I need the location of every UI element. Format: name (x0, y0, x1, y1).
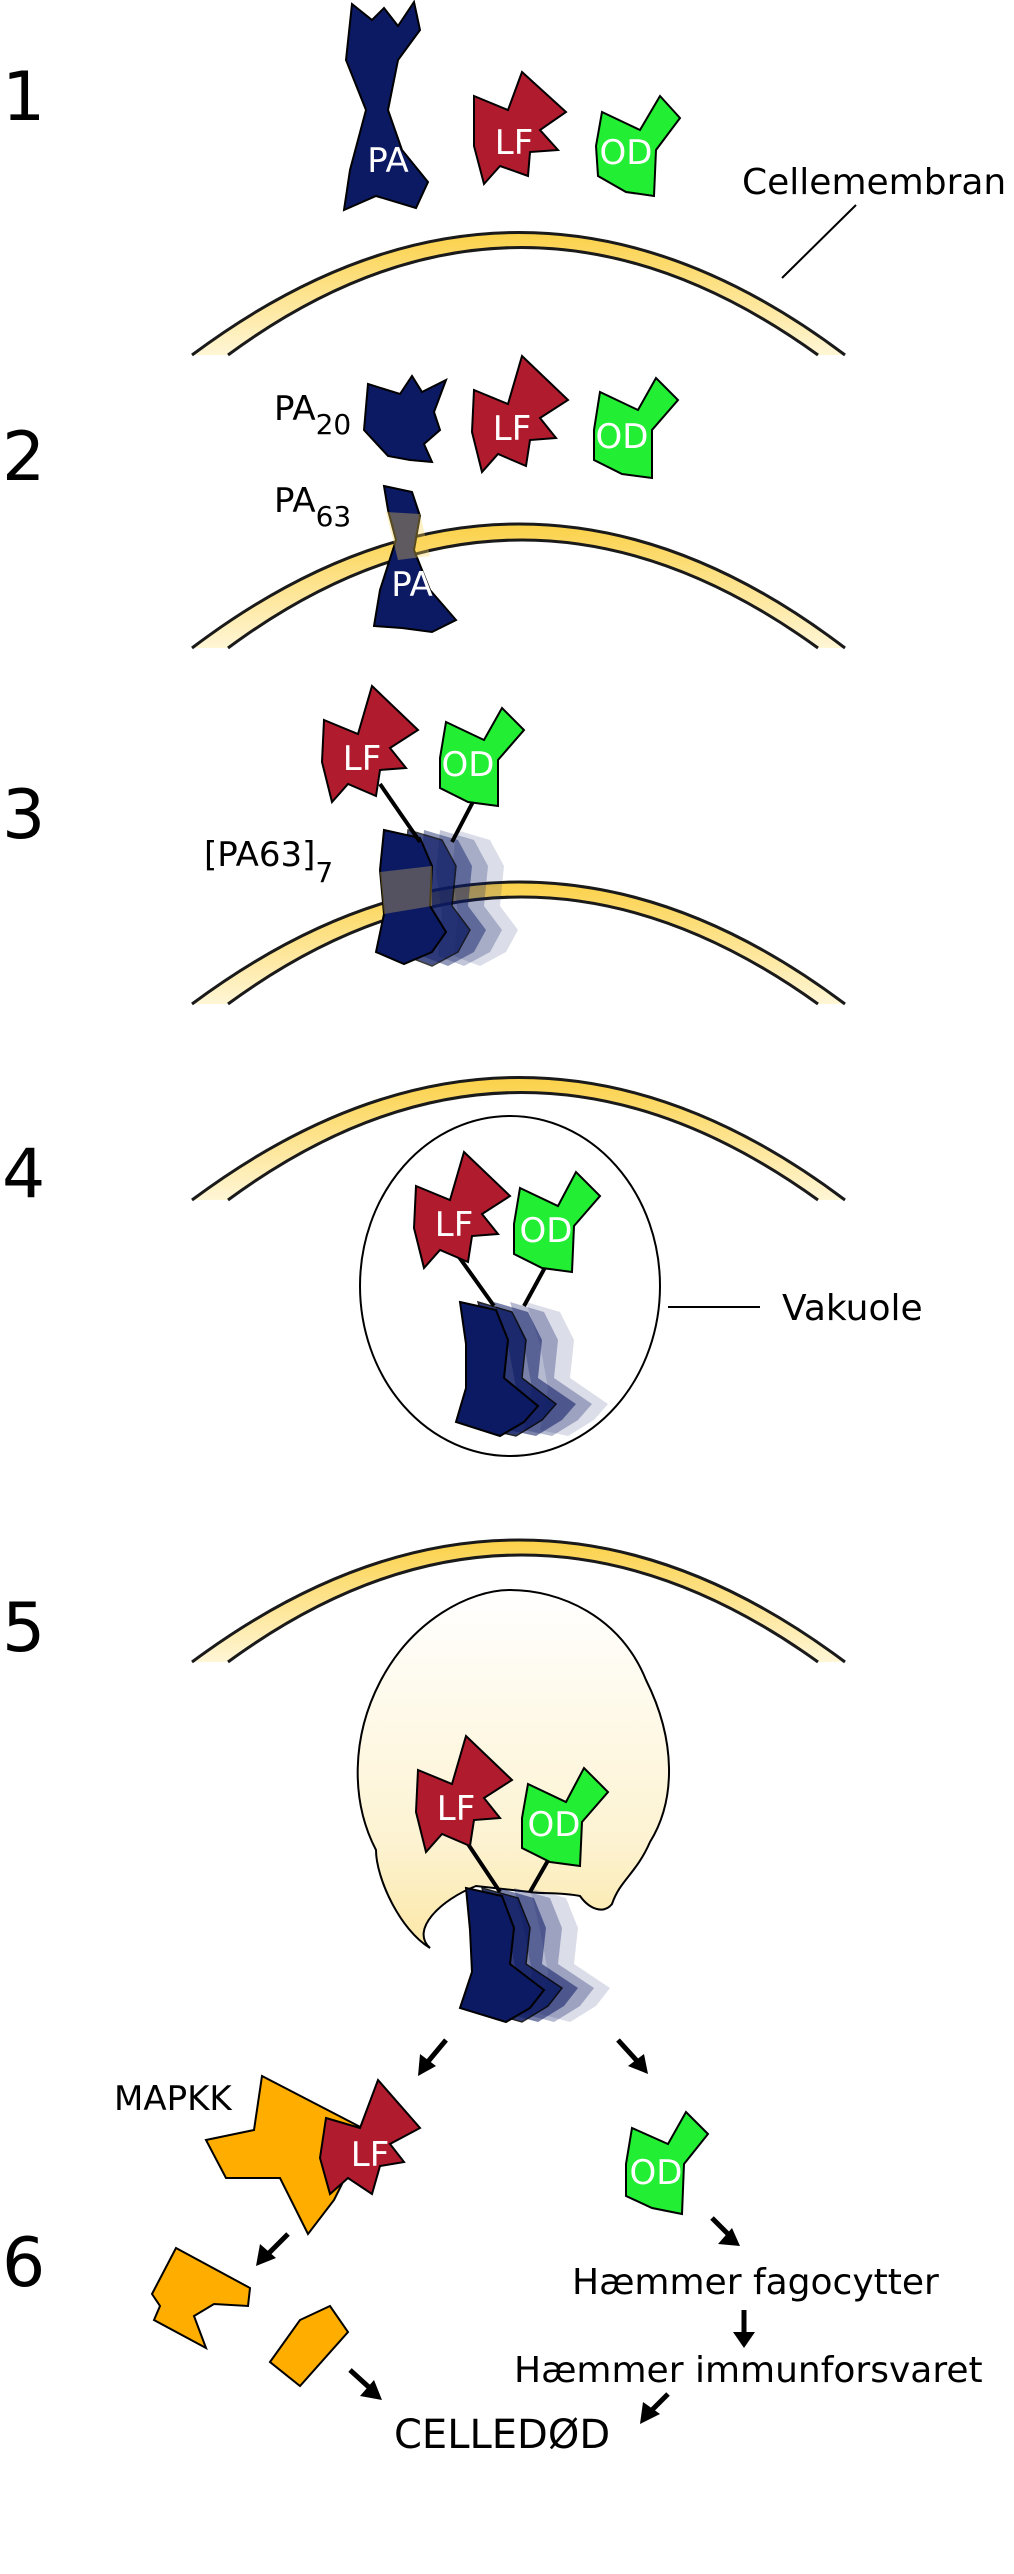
panel-4: Vakuole LF OD (191, 1076, 923, 1457)
membrane-label: Cellemembran (742, 162, 1006, 203)
od-protein: OD (594, 94, 682, 198)
od-label: OD (596, 417, 649, 457)
arrow-mapkk-to-cleaved (256, 2232, 290, 2266)
step-number-3: 3 (2, 776, 45, 855)
inhibit-immune-text: Hæmmer immunforsvaret (514, 2350, 983, 2391)
od-protein: OD (625, 2110, 710, 2216)
step-number-2: 2 (2, 418, 45, 497)
arrow-od-to-phagocytes (710, 2216, 740, 2246)
pa63-label: PA63 (274, 481, 351, 533)
panel-5: LF OD (191, 1538, 846, 2076)
lf-label: LF (493, 409, 532, 449)
pa20-fragment (362, 374, 448, 464)
cell-membrane (191, 880, 846, 1006)
lf-tether (378, 782, 422, 844)
pa63-heptamer (458, 1886, 610, 2024)
cell-membrane (191, 522, 846, 650)
od-protein: OD (593, 376, 680, 480)
step-number-4: 4 (2, 1135, 45, 1214)
arrow-immune-to-celledod (640, 2392, 670, 2424)
panel-1: Cellemembran PA LF OD (191, 0, 1006, 357)
od-label: OD (528, 1805, 581, 1845)
lf-protein: LF (414, 1734, 514, 1855)
cleaved-mapkk-fragment-1 (150, 2246, 252, 2351)
lf-protein: LF (470, 354, 570, 475)
pa-protein: PA (342, 0, 430, 212)
od-label: OD (630, 2153, 683, 2193)
lf-label: LF (437, 1789, 476, 1829)
od-protein: OD (513, 1170, 602, 1274)
arrow-phagocytes-to-immune (733, 2310, 755, 2348)
od-label: OD (442, 745, 495, 785)
membrane-leader-line (781, 204, 857, 279)
pa63-protein: PA (372, 484, 458, 634)
od-tether (450, 795, 478, 843)
step-number-1: 1 (2, 58, 45, 137)
arrow-to-celledod-left (348, 2368, 382, 2400)
od-protein: OD (439, 706, 526, 808)
od-label: OD (520, 1211, 573, 1251)
arrow-pore-to-lf (418, 2038, 448, 2076)
pa20-label: PA20 (274, 389, 351, 441)
cell-membrane (191, 1076, 846, 1202)
panel-6: MAPKK LF OD Hæmmer f (114, 2074, 983, 2458)
lf-protein: LF (318, 2078, 422, 2196)
vacuole-label: Vakuole (782, 1288, 923, 1329)
pa63-heptamer (454, 1300, 608, 1438)
heptamer-label: [PA63]7 (204, 835, 333, 889)
lf-label: LF (495, 123, 534, 163)
od-protein: OD (521, 1766, 610, 1868)
pa-label: PA (391, 565, 433, 605)
panel-3: [PA63]7 LF OD (191, 684, 846, 1006)
ruptured-vacuole (356, 1588, 670, 1949)
step-number-6: 6 (2, 2224, 45, 2303)
arrow-pore-to-od (616, 2038, 648, 2074)
cell-membrane (191, 231, 846, 357)
lf-label: LF (351, 2135, 390, 2175)
lf-label: LF (435, 1205, 474, 1245)
lf-label: LF (343, 739, 382, 779)
inhibit-phagocytes-text: Hæmmer fagocytter (572, 2262, 939, 2303)
cleaved-mapkk-fragment-2 (268, 2304, 350, 2388)
cell-death-text: CELLEDØD (394, 2412, 610, 2458)
od-label: OD (600, 133, 653, 173)
od-tether (522, 1261, 550, 1307)
lf-protein: LF (320, 684, 420, 805)
pa63-heptamer (374, 828, 518, 967)
lf-protein: LF (412, 1150, 512, 1271)
lf-protein: LF (473, 70, 568, 187)
pa-label: PA (367, 141, 409, 181)
panel-2: PA20 PA63 PA LF OD (191, 354, 846, 650)
mapkk-label: MAPKK (114, 2079, 233, 2119)
cell-membrane (191, 1538, 846, 1664)
step-number-5: 5 (2, 1589, 45, 1668)
